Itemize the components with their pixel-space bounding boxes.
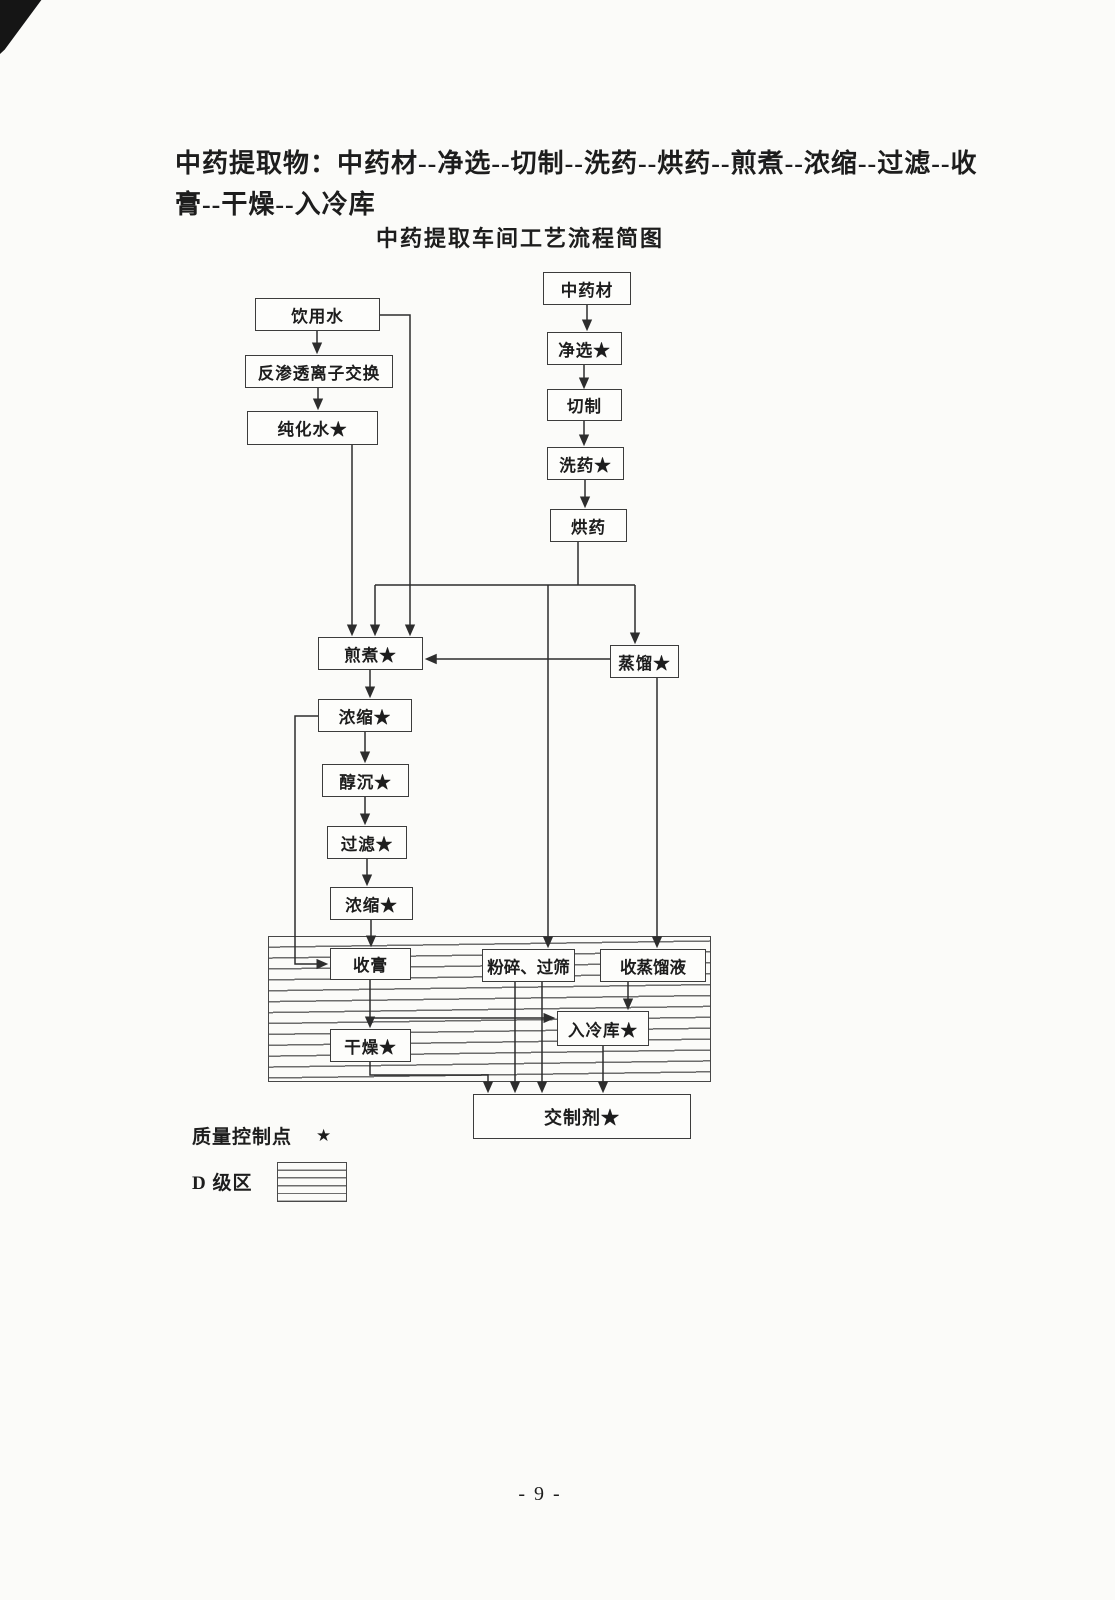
diagram-title: 中药提取车间工艺流程简图: [375, 226, 664, 251]
node-drying: 干燥★: [330, 1029, 411, 1062]
node-herb-material: 中药材: [543, 272, 631, 305]
qc-star-icon: ★: [316, 1125, 332, 1145]
node-paste-collection: 收膏: [330, 948, 411, 980]
header-text: 中药提取物：中药材--净选--切制--洗药--烘药--煎煮--浓缩--过滤--收…: [175, 143, 978, 225]
legend-qc-row: 质量控制点 ★: [192, 1122, 331, 1149]
header-line-2: 膏--干燥--入冷库: [175, 190, 376, 219]
node-ro-ion-exchange: 反渗透离子交换: [245, 355, 393, 388]
node-cutting: 切制: [547, 389, 622, 421]
node-washing: 洗药★: [547, 447, 624, 480]
legend-dzone-row: D 级区: [192, 1168, 252, 1195]
legend-dzone-label: D 级区: [192, 1173, 253, 1194]
node-distillate-collection: 收蒸馏液: [600, 949, 706, 982]
node-decoction: 煎煮★: [318, 637, 423, 670]
node-alcohol-precipitation: 醇沉★: [322, 764, 409, 797]
page-number: - 9 -: [518, 1483, 562, 1505]
header-line-1: 中药提取物：中药材--净选--切制--洗药--烘药--煎煮--浓缩--过滤--收: [175, 149, 978, 178]
node-herb-drying: 烘药: [550, 509, 627, 542]
node-distillation: 蒸馏★: [610, 645, 679, 678]
scan-corner-artifact: [0, 0, 42, 54]
legend-qc-label: 质量控制点: [192, 1127, 293, 1148]
node-to-preparation: 交制剂★: [473, 1094, 691, 1139]
node-filtration: 过滤★: [327, 826, 407, 859]
node-sorting: 净选★: [547, 332, 622, 365]
node-crush-sieve: 粉碎、过筛: [482, 949, 575, 982]
node-concentration-1: 浓缩★: [318, 699, 412, 732]
node-cold-storage: 入冷库★: [557, 1011, 649, 1046]
node-purified-water: 纯化水★: [247, 411, 378, 445]
legend-dzone-swatch: [277, 1162, 347, 1202]
node-concentration-2: 浓缩★: [330, 887, 413, 920]
node-drinking-water: 饮用水: [255, 298, 380, 331]
